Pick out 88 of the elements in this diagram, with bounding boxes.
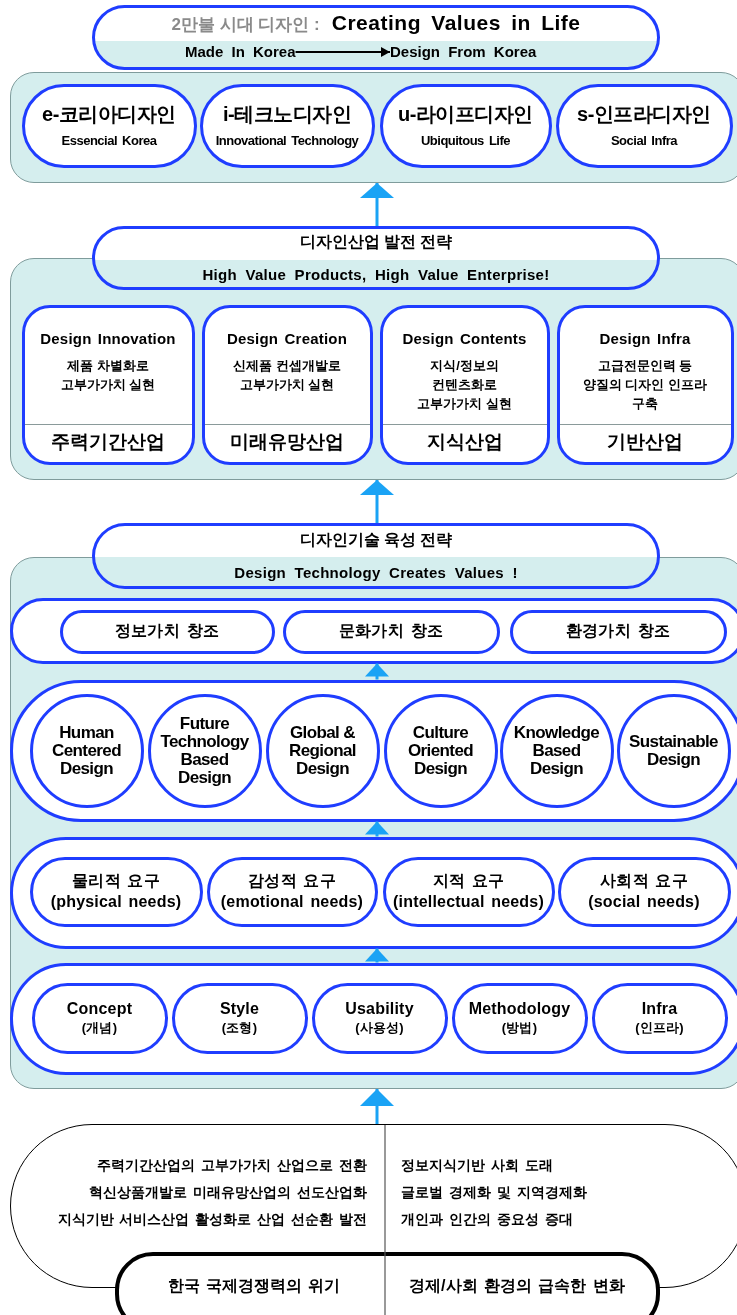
- issue-text: 한국 국제경쟁력의 위기: [166, 1276, 342, 1296]
- heading-text: 디자인기술 육성 전략: [299, 529, 453, 550]
- issue-text: 경제/사회 환경의 급속한 변화: [408, 1276, 626, 1296]
- value-label: 문화가치 창조: [339, 622, 443, 641]
- pill-subtitle: Essencial Korea: [61, 133, 157, 149]
- card-label: 기반산업: [606, 429, 684, 454]
- need-label: 감성적 요구: [248, 872, 336, 891]
- card-text: 지식/정보의 컨텐츠화로 고부가가치 실현: [416, 356, 513, 413]
- card-label: 지식산업: [425, 429, 504, 454]
- element-label: Usability: [345, 1000, 414, 1019]
- circle-label: Human Centered Design: [51, 723, 122, 778]
- slogan-text: High Value Products, High Value Enterprise!: [202, 264, 550, 285]
- category-pill: [59, 609, 275, 654]
- pill-title: s-인프라디자인: [577, 102, 711, 126]
- pill-title: u-라이프디자인: [398, 102, 533, 126]
- category-pill: [509, 609, 727, 654]
- element-label: Concept: [66, 1000, 133, 1019]
- category-pill: [591, 982, 728, 1054]
- card-label: 미래유망산업: [229, 429, 345, 454]
- value-label: 정보가치 창조: [115, 622, 219, 641]
- card-text: 신제품 컨셉개발로 고부가가치 실현: [232, 356, 342, 394]
- row-band: [9, 962, 737, 1075]
- card-heading: Design Innovation: [39, 329, 177, 347]
- element-caption: (인프라): [635, 1020, 684, 1036]
- row-band: [9, 679, 737, 822]
- pill-title: e-코리아디자인: [42, 102, 176, 126]
- element-label: Style: [219, 1000, 260, 1019]
- heading-text: 디자인산업 발전 전략: [299, 231, 453, 252]
- note-text: 혁신상품개발로 미래유망산업의 선도산업화: [89, 1183, 367, 1202]
- element-caption: (방법): [501, 1020, 538, 1036]
- circle-label: Global & Regional Design: [288, 723, 357, 778]
- card-label: 주력기간산업: [50, 429, 166, 454]
- issue-pill: [115, 1252, 660, 1315]
- card-heading: Design Creation: [226, 329, 348, 347]
- circle-label: Culture Oriented Design: [406, 723, 475, 778]
- circle-label: Sustainable Design: [628, 732, 719, 769]
- strategy-card: [379, 304, 550, 465]
- strategy-card: [201, 304, 373, 465]
- note-text: 개인과 인간의 중요성 증대: [401, 1210, 573, 1229]
- section-panel: [10, 72, 737, 183]
- card-heading: Design Infra: [598, 329, 692, 347]
- element-caption: (개념): [81, 1020, 118, 1036]
- note-text: 지식기반 서비스산업 활성화로 산업 선순환 발전: [57, 1210, 367, 1229]
- pill-subtitle: Innovational Technology: [215, 133, 359, 149]
- slogan-text: Design Technology Creates Values !: [234, 562, 518, 583]
- strategy-card: [556, 304, 734, 465]
- slogan-text: Design From Korea: [390, 43, 537, 61]
- triangle-arrow: [360, 183, 394, 226]
- element-caption: (조형): [221, 1020, 258, 1036]
- arrow: [294, 47, 391, 57]
- triangle-arrow: [360, 1089, 394, 1124]
- need-caption: (emotional needs): [220, 892, 364, 911]
- heading-text: Creating Values in Life: [331, 11, 581, 34]
- card-text: 고급전문인력 등 양질의 디자인 인프라 구축: [582, 356, 708, 413]
- pill-subtitle: Social Infra: [610, 133, 678, 149]
- card-text: 제품 차별화로 고부가가치 실현: [59, 356, 157, 394]
- triangle-arrow: [365, 663, 389, 680]
- heading-pill: [92, 226, 660, 290]
- row-band: [9, 836, 737, 949]
- need-caption: (social needs): [588, 892, 700, 911]
- element-caption: (사용성): [355, 1020, 404, 1036]
- need-label: 사회적 요구: [600, 872, 688, 891]
- circle-label: Future Technology Based Design: [159, 714, 250, 787]
- card-heading: Design Contents: [401, 329, 528, 347]
- value-label: 환경가치 창조: [566, 622, 670, 641]
- section-panel: [10, 258, 737, 480]
- note-text: 주력기간산업의 고부가가치 산업으로 전환: [97, 1156, 367, 1175]
- need-caption: (intellectual needs): [393, 892, 544, 911]
- element-label: Infra: [641, 1000, 678, 1019]
- pill-title: i-테크노디자인: [222, 102, 352, 126]
- slogan-text: Made In Korea: [185, 43, 296, 61]
- circle-label: Knowledge Based Design: [512, 723, 601, 778]
- triangle-arrow: [365, 948, 389, 963]
- element-label: Methodology: [468, 1000, 571, 1019]
- category-pill: [282, 609, 500, 654]
- triangle-arrow: [365, 821, 389, 837]
- triangle-arrow: [360, 480, 394, 523]
- note-text: 정보지식기반 사회 도래: [401, 1156, 553, 1175]
- need-label: 지적 요구: [432, 872, 505, 891]
- row-band: [9, 597, 737, 664]
- section-panel: [10, 557, 737, 1089]
- need-caption: (physical needs): [50, 892, 182, 911]
- strategy-card: [21, 304, 195, 465]
- need-label: 물리적 요구: [72, 872, 160, 891]
- note-text: 글로벌 경제화 및 지역경제화: [401, 1183, 587, 1202]
- category-pill: [557, 856, 731, 927]
- pill-subtitle: Ubiquitous Life: [420, 133, 511, 149]
- subtitle-text: 2만불 시대 디자인 :: [171, 15, 320, 34]
